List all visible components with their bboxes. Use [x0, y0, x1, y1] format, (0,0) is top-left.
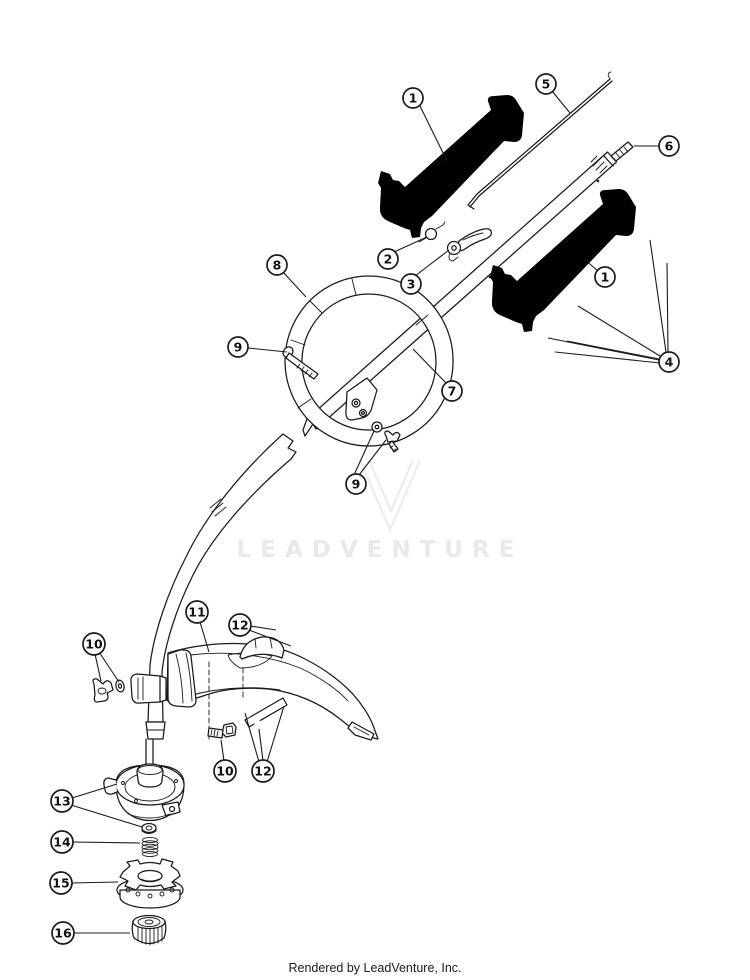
spool-housing-nut: [141, 822, 157, 834]
handle-bolt: [282, 346, 319, 380]
svg-text:9: 9: [234, 339, 243, 354]
leadventure-watermark-logo: [358, 459, 422, 533]
svg-text:3: 3: [407, 276, 416, 291]
drive-shaft-tip: [610, 141, 634, 162]
trigger-spring: [418, 221, 446, 243]
callout-12-shield-screws-lower[interactable]: 12: [244, 705, 285, 783]
callout-11-shield[interactable]: 11: [185, 600, 210, 653]
handle-housing-lower: [490, 189, 636, 332]
handle-nut: [371, 421, 383, 433]
svg-text:1: 1: [409, 90, 418, 105]
callout-10-shield-bolt[interactable]: 10: [213, 739, 237, 783]
wing-nut: [92, 678, 114, 703]
svg-text:12: 12: [254, 763, 271, 778]
bump-knob: [131, 914, 167, 946]
svg-text:7: 7: [448, 383, 457, 398]
boom-tube-upper: [302, 151, 618, 437]
svg-text:15: 15: [52, 875, 69, 890]
callout-3-throttle-trigger[interactable]: 3: [400, 249, 450, 295]
throttle-trigger: [446, 228, 492, 262]
callout-12-shield-screws-upper[interactable]: 12: [228, 613, 292, 647]
callout-1-upper-handle-housing[interactable]: 1: [402, 87, 448, 162]
spool-housing: [103, 763, 185, 822]
throttle-cable: [467, 71, 613, 210]
svg-text:12: 12: [231, 617, 248, 632]
svg-text:8: 8: [273, 257, 282, 272]
callout-9-handle-nut[interactable]: 9: [345, 430, 387, 495]
handle-wing-bolt: [384, 430, 401, 453]
shield-bolt: [207, 722, 237, 739]
svg-text:9: 9: [352, 476, 361, 491]
callout-5-throttle-cable[interactable]: 5: [535, 73, 571, 114]
callout-2-trigger-spring[interactable]: 2: [377, 236, 428, 270]
leadventure-watermark-text: LEADVENTURE: [237, 537, 524, 563]
clamp-washer: [115, 679, 125, 693]
svg-text:16: 16: [54, 925, 72, 940]
svg-text:6: 6: [665, 138, 674, 153]
svg-text:10: 10: [85, 636, 103, 651]
callout-13-spool-housing[interactable]: 13: [50, 783, 143, 828]
svg-text:10: 10: [216, 763, 234, 778]
boom-tube-lower: [145, 433, 297, 767]
callout-7-boom-tube[interactable]: 7: [412, 348, 463, 402]
svg-text:2: 2: [384, 251, 393, 266]
callout-1-lower-handle-housing[interactable]: 1: [583, 258, 616, 288]
spool-spring: [141, 836, 159, 858]
footer-credit-text: Rendered by LeadVenture, Inc.: [288, 961, 461, 975]
callout-14-spring[interactable]: 14: [50, 830, 141, 854]
shield: [166, 636, 379, 743]
callout-10-clamp-wing-nut[interactable]: 10: [82, 632, 120, 683]
callout-8-j-handle[interactable]: 8: [266, 254, 307, 298]
shaft-clamp-bracket: [130, 673, 167, 704]
svg-text:13: 13: [53, 793, 70, 808]
spool: [116, 858, 184, 909]
svg-text:4: 4: [665, 354, 674, 369]
callout-15-spool[interactable]: 15: [49, 871, 119, 895]
svg-text:5: 5: [542, 76, 551, 91]
handle-clamp: [345, 377, 378, 421]
callout-6-drive-shaft[interactable]: 6: [634, 135, 680, 157]
handle-housing-upper: [378, 95, 524, 238]
j-handle: [284, 275, 454, 447]
callout-9-handle-bolt[interactable]: 9: [227, 336, 288, 358]
svg-text:1: 1: [601, 269, 610, 284]
callout-16-bump-knob[interactable]: 16: [51, 921, 130, 945]
svg-text:14: 14: [53, 834, 71, 849]
svg-text:11: 11: [188, 604, 205, 619]
callout-4-housing-screws[interactable]: 4: [547, 239, 680, 373]
